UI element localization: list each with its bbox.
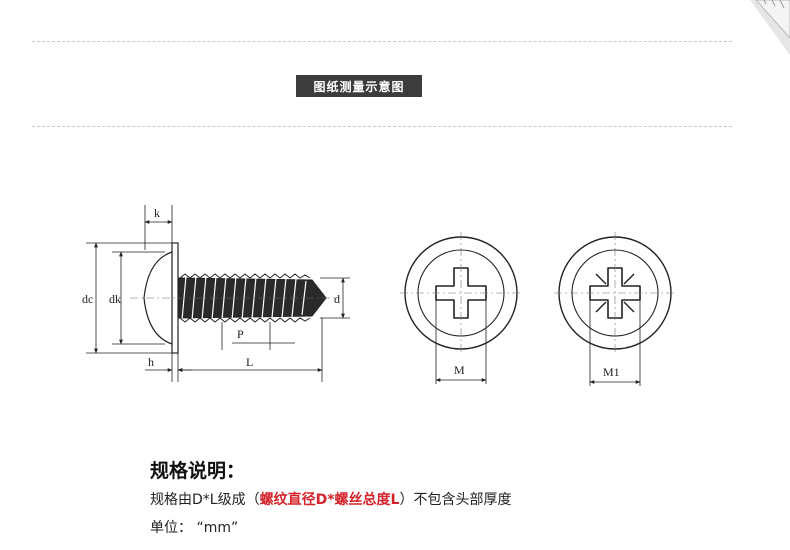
- screw-side-view: [130, 242, 340, 354]
- section-title-badge: 图纸测量示意图: [296, 75, 422, 97]
- spec-format-suffix: ）不包含头部厚度: [399, 492, 512, 508]
- label-p: P: [237, 327, 244, 341]
- spec-section: 规格说明： 规格由D*L级成（螺纹直径D*螺丝总度L）不包含头部厚度 单位： “…: [150, 456, 511, 545]
- spec-format-line: 规格由D*L级成（螺纹直径D*螺丝总度L）不包含头部厚度: [150, 489, 511, 509]
- side-view-dimensions: [86, 205, 350, 382]
- pozidriv-head-view: [554, 232, 676, 386]
- spec-heading: 规格说明：: [150, 460, 246, 482]
- divider-bottom: [32, 126, 732, 127]
- label-k: k: [154, 206, 160, 220]
- label-l: L: [246, 355, 253, 369]
- spec-format-highlight: 螺纹直径D*螺丝总度L: [259, 492, 400, 508]
- label-dc: dc: [82, 292, 93, 306]
- label-d: d: [334, 292, 340, 306]
- phillips-head-view: [400, 232, 522, 384]
- spec-unit-line: 单位： “mm”: [150, 520, 239, 536]
- divider-top: [32, 41, 732, 42]
- spec-format-prefix: 规格由D*L级成（: [150, 492, 260, 508]
- label-m: M: [454, 363, 465, 377]
- screw-dimension-drawing: k dc dk d P h L M M1: [82, 205, 676, 386]
- label-m1: M1: [603, 365, 620, 379]
- label-dk: dk: [109, 292, 121, 306]
- label-h: h: [148, 355, 154, 369]
- ruler-corner-decoration: [750, 0, 790, 55]
